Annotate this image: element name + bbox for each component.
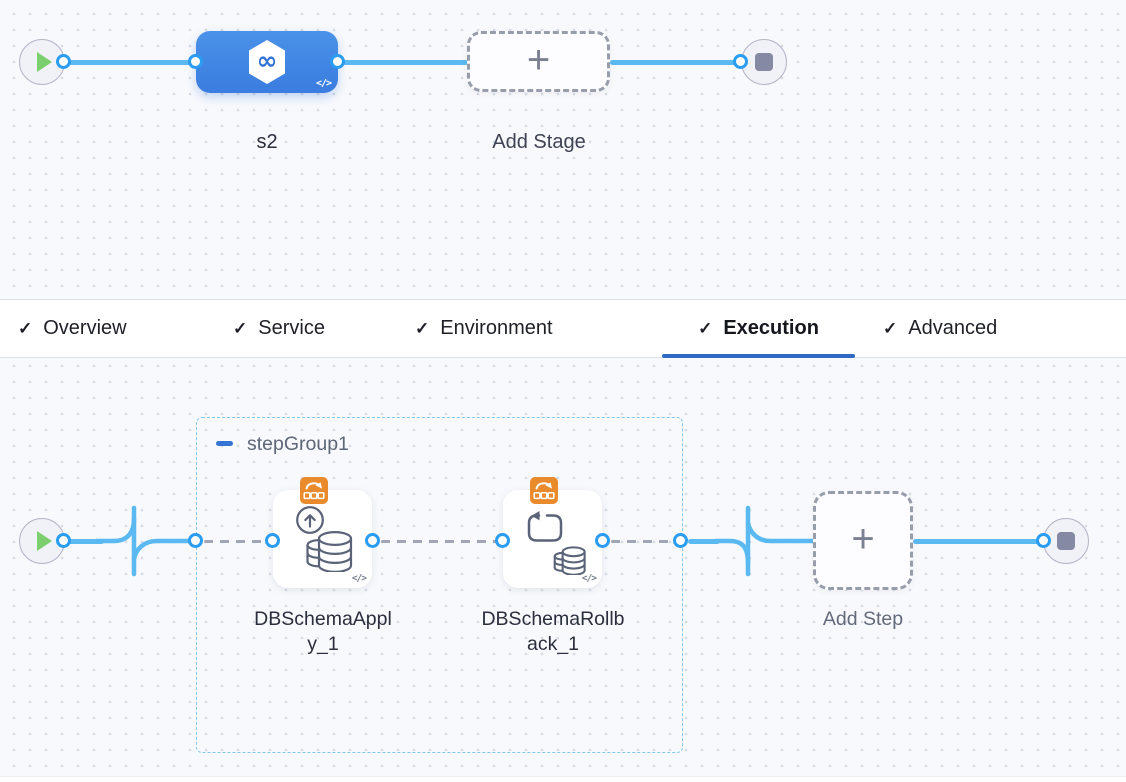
pipeline-end-node[interactable] <box>741 39 787 85</box>
tab-execution[interactable]: ✓ Execution <box>662 300 855 358</box>
stage-node-s2[interactable]: ∞ </> <box>196 31 338 93</box>
step-node-dbschemaapply[interactable]: </> <box>273 477 372 588</box>
edge-start-to-stage <box>64 59 196 65</box>
fork-link-widget <box>96 505 196 577</box>
connector-group-in[interactable] <box>188 533 203 548</box>
check-icon: ✓ <box>883 318 898 338</box>
add-step-label: Add Step <box>822 608 904 630</box>
edge-start <box>64 538 104 544</box>
step-name-label: DBSchemaAppl y_1 <box>243 607 403 657</box>
svg-text:∞: ∞ <box>257 46 278 75</box>
check-icon: ✓ <box>415 318 430 338</box>
check-icon: ✓ <box>233 318 248 338</box>
edge-addstage-to-end <box>610 59 741 65</box>
connector-end-in[interactable] <box>733 54 748 69</box>
tab-overview[interactable]: ✓ Overview <box>18 300 127 357</box>
step-name-line: ack_1 <box>526 633 580 655</box>
stage-config-tabbar: ✓ Overview ✓ Service ✓ Environment ✓ Exe… <box>0 299 1126 358</box>
play-icon <box>37 531 52 551</box>
step-name-line: DBSchemaAppl <box>254 608 392 630</box>
tab-advanced[interactable]: ✓ Advanced <box>883 300 997 357</box>
stop-icon <box>1057 532 1075 550</box>
canvas-bottom-edge <box>0 776 1126 782</box>
tab-environment[interactable]: ✓ Environment <box>415 300 553 357</box>
connector-stage-out[interactable] <box>330 54 345 69</box>
edge-stage-to-addstage <box>338 59 468 65</box>
step-group-label[interactable]: stepGroup1 <box>247 433 349 455</box>
add-stage-label: Add Stage <box>492 131 586 153</box>
edge-group-out <box>611 539 674 543</box>
stage-hexagon-infinity-icon: ∞ <box>249 40 285 84</box>
database-stack-icon <box>306 530 353 572</box>
tab-label: Service <box>258 317 325 339</box>
connector-exec-start-out[interactable] <box>56 533 71 548</box>
step-name-line: DBSchemaRollb <box>481 608 625 630</box>
edge-step1-step2 <box>381 539 496 543</box>
connector-step2-in[interactable] <box>495 533 510 548</box>
stage-name-label: s2 <box>256 131 278 153</box>
step-name-label: DBSchemaRollb ack_1 <box>473 607 633 657</box>
yaml-view-icon: </> <box>581 573 597 584</box>
add-step-button[interactable]: + <box>813 491 913 590</box>
step-group-boundary[interactable] <box>196 417 683 753</box>
fork-link-widget <box>715 505 815 577</box>
connector-group-out[interactable] <box>673 533 688 548</box>
edge-group-in <box>204 539 266 543</box>
connector-step1-in[interactable] <box>265 533 280 548</box>
tab-label: Execution <box>723 317 819 339</box>
yaml-view-icon: </> <box>315 78 332 89</box>
plus-icon: + <box>851 516 875 561</box>
tab-service[interactable]: ✓ Service <box>233 300 325 357</box>
apply-up-arrow-icon <box>296 506 324 534</box>
tab-label: Overview <box>43 317 127 339</box>
database-stack-icon <box>553 546 586 575</box>
tab-label: Advanced <box>908 317 998 339</box>
rolling-deploy-badge-icon <box>300 477 328 504</box>
step-name-line: y_1 <box>307 633 339 655</box>
add-stage-button[interactable]: + <box>467 31 610 92</box>
check-icon: ✓ <box>18 318 33 338</box>
rollback-loop-icon <box>527 511 563 542</box>
collapse-icon[interactable] <box>216 441 233 446</box>
edge-addstep-to-end <box>913 538 1044 544</box>
step-node-dbschemarollback[interactable]: </> <box>503 477 602 588</box>
check-icon: ✓ <box>698 318 713 338</box>
connector-start-out[interactable] <box>56 54 71 69</box>
rolling-deploy-badge-icon <box>530 477 558 504</box>
stop-icon <box>755 53 773 71</box>
tab-label: Environment <box>440 317 553 339</box>
connector-step1-out[interactable] <box>365 533 380 548</box>
play-icon <box>37 52 52 72</box>
connector-stage-in[interactable] <box>188 54 203 69</box>
connector-step2-out[interactable] <box>595 533 610 548</box>
plus-icon: + <box>526 37 551 82</box>
connector-exec-end-in[interactable] <box>1036 533 1051 548</box>
yaml-view-icon: </> <box>351 573 367 584</box>
edge-after-group <box>688 538 720 544</box>
